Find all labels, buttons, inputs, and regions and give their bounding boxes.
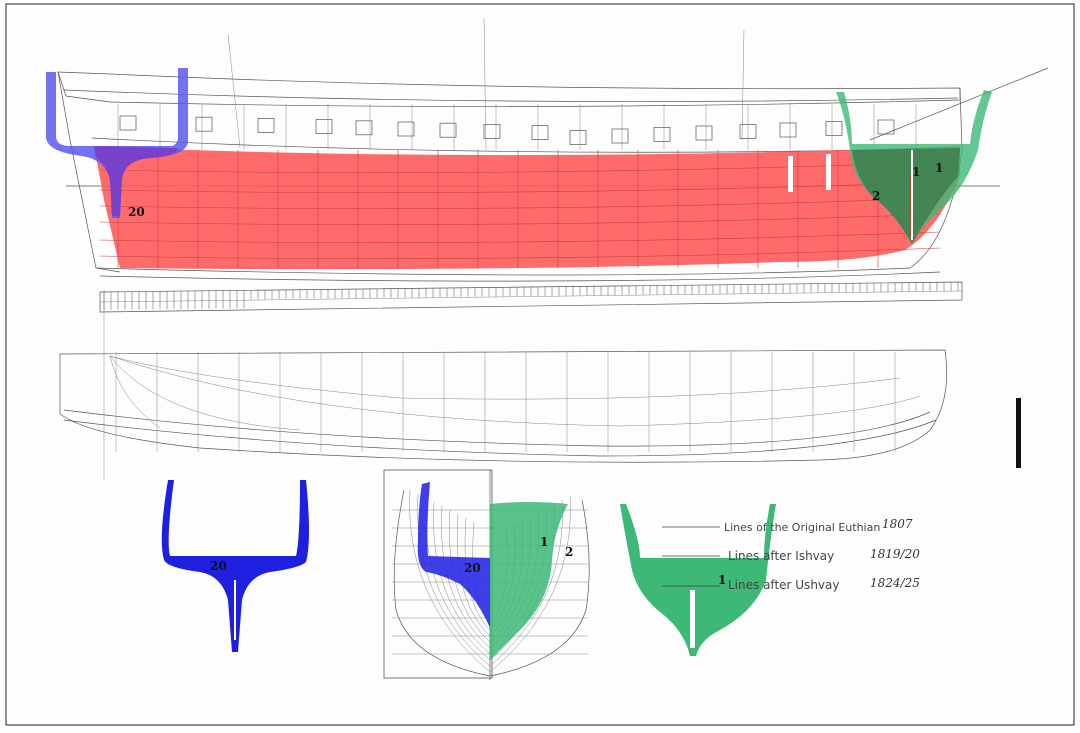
white-mark-1 [788,156,793,192]
main-mast [483,17,487,151]
body-plan: 20 1 2 [383,469,590,680]
body-station-line [433,501,491,655]
body-station-line [489,499,563,667]
red-grid-waterline [99,247,941,259]
body-plan-hull [393,489,590,677]
fore-mast [741,29,745,141]
scale-bar-vertical [1016,398,1021,468]
body-bow-number-a: 1 [540,535,548,549]
svg-text:Lines after Ushvay: Lines after Ushvay [728,578,839,592]
body-station-line [456,513,491,637]
legend: Lines of the Original Euthian 1807 Lines… [662,517,920,592]
sheer-outline [57,71,961,107]
gun-port [119,115,137,131]
gun-port [531,125,549,140]
svg-text:1807: 1807 [882,517,913,531]
half-breadth-plan [59,349,947,463]
svg-text:Lines of the Original Euthian: Lines of the Original Euthian [724,521,880,534]
legend-item-2: Lines after Ishvay 1819/20 [662,547,920,563]
red-grid-waterline [99,231,941,243]
gun-port [195,116,213,132]
blue-midship-section [161,480,309,652]
green-dark-overlap [852,148,960,244]
red-grid-waterline [99,161,941,173]
gun-port [877,119,895,135]
gun-port [779,122,797,138]
red-grid-waterline [99,213,941,225]
half-breadth-outline [59,349,947,463]
page-border [5,3,1075,726]
gun-deck-line [91,137,959,153]
body-station-line [417,493,491,667]
purple-overlap [94,146,178,216]
white-mark-2 [826,154,831,190]
gun-port [315,119,333,134]
red-grid-waterline [99,197,941,209]
gun-port [569,130,587,145]
blue-section-number: 20 [210,559,227,573]
body-station-line [449,509,491,643]
keel-lower [99,271,941,282]
gun-ports [119,115,895,145]
frame-scale-bar [99,281,963,313]
legend-item-3: Lines after Ushvay 1824/25 [662,576,920,592]
mizzen-mast [227,33,241,149]
keel-line [95,267,911,276]
gun-port [483,124,501,139]
gun-port [439,122,457,138]
gun-port [695,125,713,141]
gun-port [397,121,415,137]
green-section-number: 1 [718,573,726,587]
svg-text:1824/25: 1824/25 [870,576,920,590]
green-section-centerline [690,590,695,648]
bow-section-number-a2: 1 [935,161,943,175]
body-stern-number: 20 [464,561,481,575]
red-grid [99,150,941,268]
body-bow-number-b: 2 [565,545,573,559]
sheer-rail [63,89,959,102]
red-grid-waterline [99,181,941,193]
stern-post [57,71,121,273]
gun-port [825,121,843,136]
gun-port [257,118,275,133]
body-green-section [490,502,568,660]
gun-port [611,128,629,144]
bowsprit [869,67,1049,141]
gun-port [653,127,671,142]
stern-section-number: 20 [128,205,145,219]
green-bow-section [620,504,776,656]
legend-item-1: Lines of the Original Euthian 1807 [662,517,913,534]
gun-port [355,120,373,136]
profile-frames [117,104,917,150]
bow-section-number-a: 1 [912,165,920,179]
sheer-plan [57,17,1049,480]
svg-text:Lines after Ishvay: Lines after Ishvay [728,549,834,563]
bow-section-number-b: 2 [872,189,880,203]
body-blue-section [417,482,490,628]
svg-text:1819/20: 1819/20 [870,547,920,561]
